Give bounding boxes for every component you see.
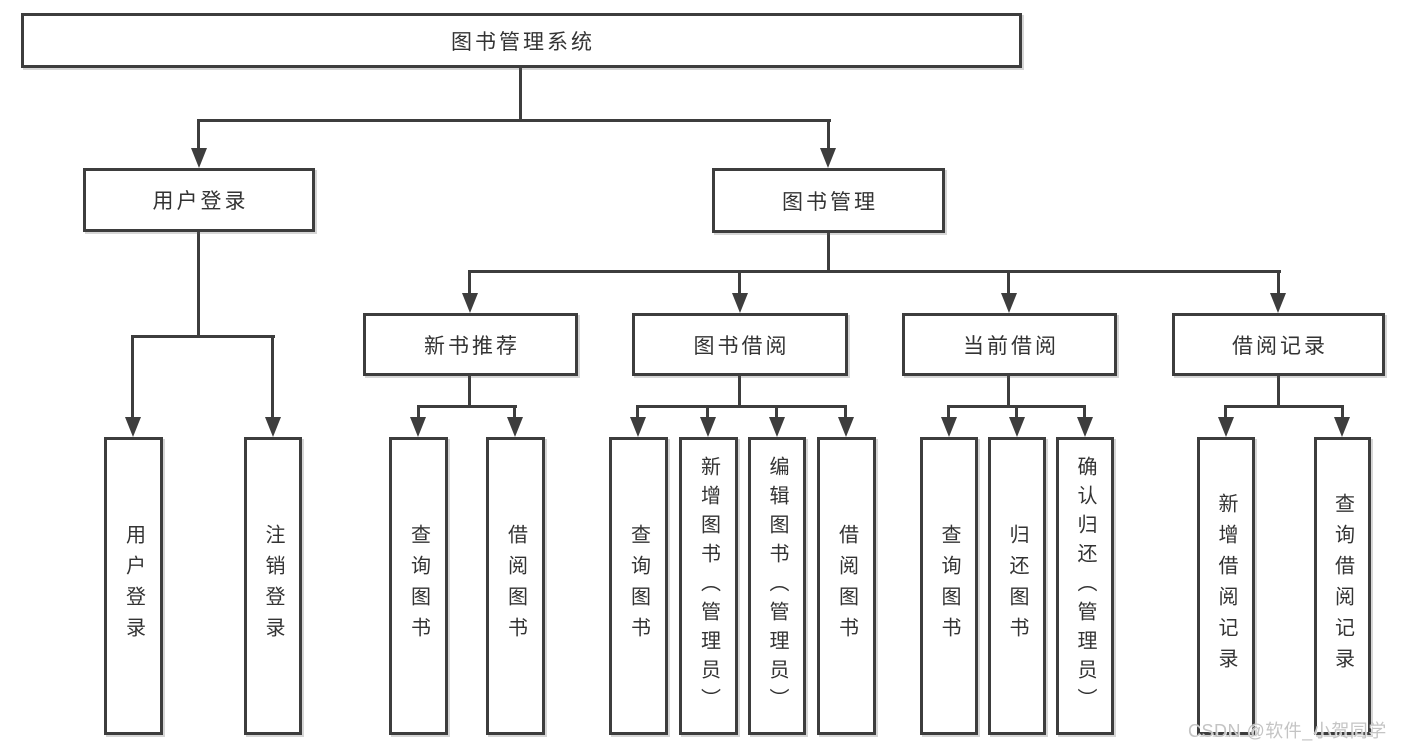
arrow-down-icon	[1334, 417, 1350, 437]
connector-line	[636, 405, 847, 408]
arrow-down-icon	[1077, 417, 1093, 437]
connector-line	[197, 232, 200, 337]
node-leaf-query-book-2: 查询图书	[609, 437, 668, 735]
node-leaf-confirm-return: 确认归还（管理员）	[1056, 437, 1114, 735]
connector-line	[827, 119, 830, 152]
arrow-down-icon	[125, 417, 141, 437]
connector-line	[844, 405, 847, 418]
node-leaf-edit-book: 编辑图书（管理员）	[748, 437, 806, 735]
connector-line	[738, 376, 741, 407]
node-label: 图书借阅	[693, 334, 790, 358]
arrow-down-icon	[732, 293, 748, 313]
connector-line	[131, 335, 275, 338]
node-label: 编辑图书（管理员）	[766, 455, 788, 717]
connector-line	[738, 270, 741, 295]
connector-line	[197, 119, 200, 152]
node-label: 图书管理系统	[451, 30, 595, 54]
node-leaf-query-record: 查询借阅记录	[1314, 437, 1371, 735]
node-leaf-query-book-1: 查询图书	[389, 437, 448, 735]
arrow-down-icon	[941, 417, 957, 437]
connector-line	[1277, 270, 1280, 295]
connector-line	[271, 335, 274, 418]
node-current-borrow: 当前借阅	[902, 313, 1117, 376]
connector-line	[827, 233, 830, 272]
node-label: 新增借阅记录	[1215, 493, 1237, 679]
arrow-down-icon	[1001, 293, 1017, 313]
node-label: 图书管理	[782, 190, 878, 214]
node-label: 查询图书	[407, 524, 430, 648]
arrow-down-icon	[1218, 417, 1234, 437]
node-label: 查询图书	[627, 524, 650, 648]
arrow-down-icon	[838, 417, 854, 437]
arrow-down-icon	[265, 417, 281, 437]
node-borrow-record: 借阅记录	[1172, 313, 1385, 376]
node-leaf-query-book-3: 查询图书	[920, 437, 978, 735]
node-leaf-logout: 注销登录	[244, 437, 302, 735]
connector-line	[1015, 405, 1018, 418]
watermark: CSDN @软件_小贺同学	[1188, 721, 1387, 741]
node-user-login: 用户登录	[83, 168, 315, 232]
connector-line	[1277, 376, 1280, 407]
arrow-down-icon	[462, 293, 478, 313]
arrow-down-icon	[1009, 417, 1025, 437]
connector-line	[417, 405, 517, 408]
connector-line	[197, 119, 831, 122]
node-leaf-return-book: 归还图书	[988, 437, 1046, 735]
node-leaf-user-login: 用户登录	[104, 437, 163, 735]
arrow-down-icon	[769, 417, 785, 437]
arrow-down-icon	[630, 417, 646, 437]
arrow-down-icon	[191, 148, 207, 168]
connector-line	[706, 405, 709, 418]
connector-line	[468, 376, 471, 407]
node-label: 当前借阅	[963, 334, 1059, 358]
node-leaf-add-record: 新增借阅记录	[1197, 437, 1255, 735]
connector-line	[513, 405, 516, 418]
connector-line	[417, 405, 420, 418]
connector-line	[468, 270, 1281, 273]
connector-line	[1083, 405, 1086, 418]
node-book-borrow: 图书借阅	[632, 313, 848, 376]
node-label: 查询借阅记录	[1331, 493, 1354, 679]
arrow-down-icon	[1270, 293, 1286, 313]
node-label: 查询图书	[938, 524, 960, 648]
connector-line	[947, 405, 950, 418]
connector-line	[131, 335, 134, 418]
connector-line	[636, 405, 639, 418]
node-label: 借阅图书	[835, 524, 858, 648]
connector-line	[775, 405, 778, 418]
node-book-mgmt: 图书管理	[712, 168, 945, 233]
connector-line	[1341, 405, 1344, 418]
node-label: 借阅图书	[504, 524, 527, 648]
connector-line	[1007, 270, 1010, 295]
node-label: 用户登录	[122, 524, 145, 648]
node-label: 注销登录	[262, 524, 284, 648]
node-leaf-borrow-book-1: 借阅图书	[486, 437, 545, 735]
node-root: 图书管理系统	[21, 13, 1022, 68]
node-leaf-borrow-book-2: 借阅图书	[817, 437, 876, 735]
node-label: 新增图书（管理员）	[697, 455, 720, 717]
node-label: 用户登录	[152, 190, 249, 213]
node-new-book-rec: 新书推荐	[363, 313, 578, 376]
connector-line	[468, 270, 471, 295]
node-label: 新书推荐	[424, 334, 520, 358]
node-label: 借阅记录	[1232, 334, 1328, 358]
node-label: 归还图书	[1006, 524, 1028, 648]
connector-line	[1007, 376, 1010, 407]
connector-line	[1224, 405, 1227, 418]
arrow-down-icon	[820, 148, 836, 168]
arrow-down-icon	[700, 417, 716, 437]
connector-line	[519, 68, 522, 120]
arrow-down-icon	[410, 417, 426, 437]
connector-line	[1224, 405, 1344, 408]
arrow-down-icon	[507, 417, 523, 437]
node-label: 确认归还（管理员）	[1074, 455, 1096, 717]
node-leaf-add-book: 新增图书（管理员）	[679, 437, 738, 735]
